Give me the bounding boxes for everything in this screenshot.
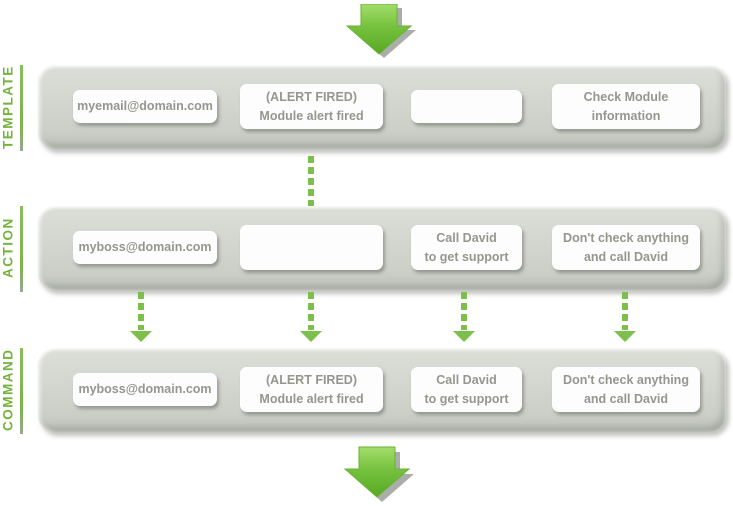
action-row-bar: myboss@domain.com Call David to get supp… [38, 206, 726, 290]
box-text-line: Don't check anything [563, 230, 689, 245]
box-text-line: Module alert fired [259, 108, 364, 123]
action-instruction-box: Don't check anything and call David [552, 225, 700, 270]
box-text-line: to get support [424, 249, 509, 264]
box-text-line: and call David [583, 391, 669, 406]
box-text-line: Don't check anything [563, 372, 689, 387]
action-to-command-connector-col2 [300, 292, 322, 342]
command-subject-box: (ALERT FIRED) Module alert fired [240, 367, 383, 412]
box-text-line: Call David [436, 230, 497, 245]
box-text: myboss@domain.com [78, 382, 212, 397]
template-subject-box: (ALERT FIRED) Module alert fired [240, 84, 383, 129]
box-text-line: Call David [436, 372, 497, 387]
action-support-box: Call David to get support [411, 225, 522, 270]
template-to-action-connector [308, 156, 314, 206]
command-row-bar: myboss@domain.com (ALERT FIRED) Module a… [38, 348, 726, 432]
dashed-line [622, 292, 628, 330]
arrowhead-icon [614, 331, 636, 342]
arrowhead-icon [130, 331, 152, 342]
command-rail-line [20, 348, 23, 434]
flow-in-down-arrow-icon [345, 4, 416, 58]
box-text-line: (ALERT FIRED) [266, 89, 357, 104]
dashed-line [461, 292, 467, 330]
box-text: myemail@domain.com [77, 99, 213, 114]
box-text-line: to get support [424, 391, 509, 406]
template-row-bar: myemail@domain.com (ALERT FIRED) Module … [38, 65, 726, 149]
template-recipient-box: myemail@domain.com [73, 90, 217, 123]
template-instruction-box: Check Module information [552, 84, 700, 129]
action-empty-box [240, 225, 383, 270]
box-text-line: Check Module [583, 89, 669, 104]
arrowhead-icon [300, 331, 322, 342]
template-empty-box [411, 90, 522, 123]
box-text-line: (ALERT FIRED) [266, 372, 357, 387]
command-instruction-box: Don't check anything and call David [552, 367, 700, 412]
dashed-line [308, 292, 314, 330]
command-row-label: COMMAND [0, 348, 16, 432]
row-command: COMMAND myboss@domain.com (ALERT FIRED) … [0, 348, 733, 434]
action-to-command-connector-col3 [453, 292, 475, 342]
box-text-line: information [591, 108, 661, 123]
flow-out-down-arrow-icon [343, 446, 414, 502]
template-rail-line [20, 65, 23, 151]
command-support-box: Call David to get support [411, 367, 522, 412]
box-text: myboss@domain.com [78, 240, 212, 255]
box-text-line: and call David [583, 249, 669, 264]
action-rail-line [20, 206, 23, 292]
row-action: ACTION myboss@domain.com Call David to g… [0, 206, 733, 292]
action-to-command-connector-col1 [130, 292, 152, 342]
action-row-label: ACTION [0, 217, 16, 279]
command-recipient-box: myboss@domain.com [73, 373, 217, 406]
row-template: TEMPLATE myemail@domain.com (ALERT FIRED… [0, 65, 733, 151]
action-recipient-box: myboss@domain.com [73, 231, 217, 264]
box-text-line: Module alert fired [259, 391, 364, 406]
action-to-command-connector-col4 [614, 292, 636, 342]
dashed-line [138, 292, 144, 330]
template-row-label: TEMPLATE [0, 65, 16, 149]
arrowhead-icon [453, 331, 475, 342]
